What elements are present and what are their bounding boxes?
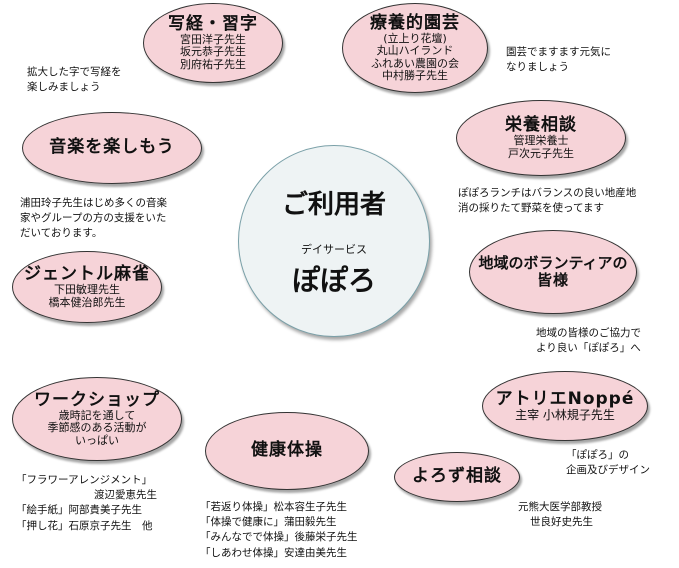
node-engei-line: 中村勝子先生 <box>382 68 448 82</box>
note-line: より良い「ぽぽろ」へ <box>536 342 641 355</box>
note-line: 「ぽぽろ」の <box>566 449 629 461</box>
note-line: 世良好史先生 <box>530 516 593 529</box>
node-workshop-line: 季節感のある活動が <box>47 421 147 435</box>
note-line: 企画及びデザイン <box>566 464 650 477</box>
node-eiyo-line: 管理栄養士 <box>513 134 569 148</box>
note-atelier: 「ぽぽろ」の 企画及びデザイン <box>566 448 650 478</box>
note-line: 「絵手紙」阿部貴美子先生 <box>16 504 142 517</box>
note-line: 拡大した字で写経を <box>27 66 122 78</box>
node-chiiki-title: 皆様 <box>536 271 569 289</box>
node-yorozu: よろず相談 <box>394 452 520 502</box>
node-engei-line: 丸山ハイランド <box>376 44 454 58</box>
node-mahjong: ジェントル麻雀 下田敏理先生 橋本健治郎先生 <box>12 251 162 323</box>
center-name: ぽぽろ <box>291 263 376 297</box>
note-shakyo: 拡大した字で写経を 楽しみましょう <box>27 65 122 95</box>
note-line: 浦田玲子先生はじめ多くの音楽 <box>20 197 167 209</box>
center-kana: デイサービス <box>301 242 367 256</box>
node-chiiki-title: 地域のボランティアの <box>478 254 628 273</box>
node-ongaku-title: 音楽を楽しもう <box>49 137 175 158</box>
node-atelier: アトリエNoppé 主宰 小林規子先生 <box>482 371 648 441</box>
note-line: 「体操で健康に」蒲田毅先生 <box>200 516 337 529</box>
node-taiso: 健康体操 <box>205 412 369 490</box>
note-eiyo: ぽぽろランチはバランスの良い地産地 消の採りたて野菜を使ってます <box>458 186 636 216</box>
node-workshop-title: ワークショップ <box>34 390 160 411</box>
note-line: だいております。 <box>20 227 103 240</box>
node-engei-title: 療養的園芸 <box>370 12 460 33</box>
note-line: 消の採りたて野菜を使ってます <box>458 202 604 215</box>
note-line: 渡辺愛恵先生 <box>94 489 157 502</box>
note-line: 元熊大医学部教授 <box>518 501 602 513</box>
node-mahjong-title: ジェントル麻雀 <box>24 264 150 285</box>
note-line: 「しあわせ体操」安達由美先生 <box>200 546 347 559</box>
node-workshop-line: いっぱい <box>75 433 119 447</box>
note-line: 「押し花」石原京子先生 他 <box>16 519 153 532</box>
note-line: 園芸でますます元気に <box>506 46 611 58</box>
note-line: 「フラワーアレンジメント」 <box>16 474 153 486</box>
note-line: 「若返り体操」松本容生子先生 <box>200 501 347 513</box>
node-mahjong-line: 橋本健治郎先生 <box>48 295 126 309</box>
note-engei: 園芸でますます元気に なりましょう <box>506 45 611 75</box>
node-eiyo-line: 戸次元子先生 <box>508 146 574 160</box>
note-chiiki: 地域の皆様のご協力で より良い「ぽぽろ」へ <box>536 326 641 356</box>
node-engei: 療養的園芸 (立上り花壇) 丸山ハイランド ふれあい農園の会 中村勝子先生 <box>342 3 488 93</box>
center-circle: ご利用者 デイサービス ぽぽろ <box>238 145 430 337</box>
center-title: ご利用者 <box>281 189 386 220</box>
note-line: ぽぽろランチはバランスの良い地産地 <box>458 187 637 199</box>
note-workshop: 「フラワーアレンジメント」 渡辺愛恵先生 「絵手紙」阿部貴美子先生 「押し花」石… <box>16 473 157 534</box>
node-eiyo: 栄養相談 管理栄養士 戸次元子先生 <box>456 100 626 176</box>
note-line: 家やグループの方の支援をいた <box>20 212 167 225</box>
node-shakyo-line: 坂元恭子先生 <box>180 45 246 59</box>
node-mahjong-line: 下田敏理先生 <box>54 283 120 297</box>
node-ongaku: 音楽を楽しもう <box>22 112 202 184</box>
node-shakyo-title: 写経・習字 <box>168 14 258 35</box>
node-engei-line: ふれあい農園の会 <box>371 56 459 70</box>
note-line: 「みんなでで体操」後藤栄子先生 <box>200 531 358 544</box>
node-shakyo-line: 宮田洋子先生 <box>180 33 246 47</box>
node-yorozu-title: よろず相談 <box>412 466 502 487</box>
note-line: 地域の皆様のご協力で <box>536 327 641 339</box>
note-line: なりましょう <box>506 61 569 74</box>
node-atelier-line: 主宰 小林規子先生 <box>515 407 615 422</box>
note-yorozu: 元熊大医学部教授 世良好史先生 <box>518 500 602 530</box>
node-atelier-title: アトリエNoppé <box>495 388 635 409</box>
node-engei-line: (立上り花壇) <box>383 31 447 45</box>
node-shakyo-line: 別府祐子先生 <box>180 57 246 71</box>
node-eiyo-title: 栄養相談 <box>505 115 577 136</box>
note-ongaku: 浦田玲子先生はじめ多くの音楽 家やグループの方の支援をいた だいております。 <box>20 196 167 242</box>
node-chiiki: 地域のボランティアの 皆様 <box>469 230 637 314</box>
node-workshop-line: 歳時記を通して <box>58 409 136 423</box>
node-shakyo: 写経・習字 宮田洋子先生 坂元恭子先生 別府祐子先生 <box>143 3 283 83</box>
node-workshop: ワークショップ 歳時記を通して 季節感のある活動が いっぱい <box>12 377 182 461</box>
note-taiso: 「若返り体操」松本容生子先生 「体操で健康に」蒲田毅先生 「みんなでで体操」後藤… <box>200 500 358 561</box>
note-line: 楽しみましょう <box>27 81 101 94</box>
node-taiso-title: 健康体操 <box>251 440 323 461</box>
